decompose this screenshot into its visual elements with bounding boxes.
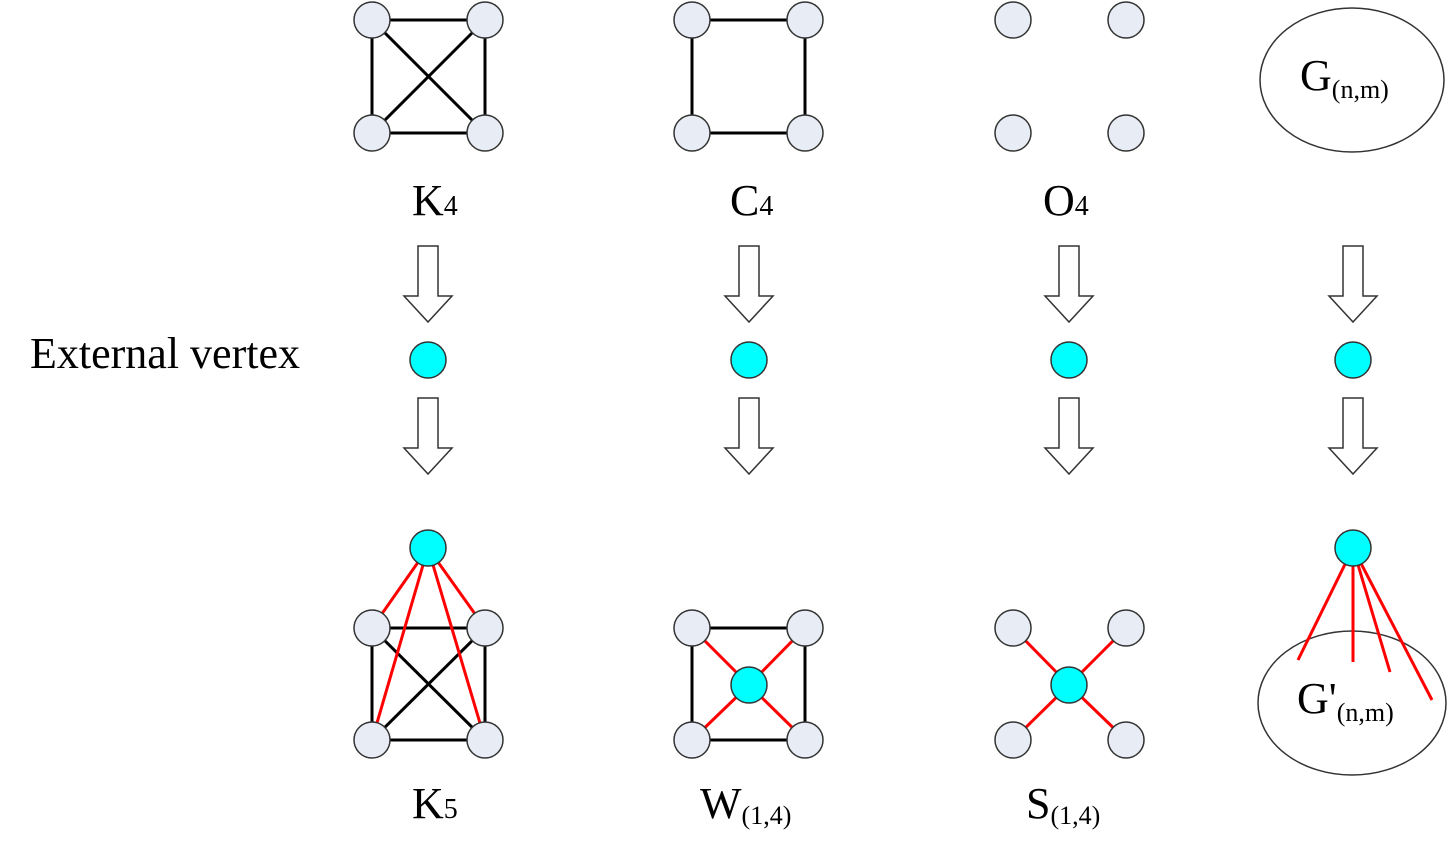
s14-external-vertex [1050, 666, 1088, 704]
c4-vertex [673, 114, 711, 152]
g-prime-graph: G'(n,m) [1257, 529, 1447, 776]
k4-vertex [353, 114, 391, 152]
external-vertex [1334, 341, 1372, 379]
k5-red-edge [426, 547, 487, 741]
external-vertex-label: External vertex [30, 329, 300, 378]
k5-edge [370, 626, 487, 742]
o4-vertex [994, 114, 1032, 152]
c4-vertex [786, 1, 824, 39]
k4-label: K4 [412, 176, 458, 225]
k4-vertex [466, 1, 504, 39]
w14-vertex [786, 609, 824, 647]
external-vertex [1050, 341, 1088, 379]
w14-vertex [673, 609, 711, 647]
k5-label: K5 [412, 779, 458, 828]
o4-label: O4 [1043, 176, 1089, 225]
c4-vertex [673, 1, 711, 39]
s14-graph [994, 609, 1145, 759]
o4-vertex [1107, 114, 1145, 152]
down-arrow [1327, 397, 1379, 476]
w14-label: W(1,4) [700, 779, 791, 830]
g-prime-external-vertex [1334, 529, 1372, 567]
w14-vertex [786, 721, 824, 759]
k5-external-vertex [409, 529, 447, 567]
k5-vertex [353, 721, 391, 759]
o4-vertex [1107, 1, 1145, 39]
o4-vertex [994, 1, 1032, 39]
k5-vertex [466, 721, 504, 759]
s14-vertex [1107, 609, 1145, 647]
c4-label: C4 [730, 176, 773, 225]
s14-label: S(1,4) [1026, 779, 1100, 830]
g-prime-label: G'(n,m) [1297, 674, 1394, 727]
down-arrow [402, 397, 454, 476]
external-vertex [730, 341, 768, 379]
down-arrow [723, 245, 775, 324]
down-arrow [1043, 245, 1095, 324]
w14-vertex [673, 721, 711, 759]
g-nm-label: G(n,m) [1300, 51, 1389, 104]
c4-graph [673, 1, 824, 152]
g-prime-red-edge [1296, 547, 1355, 661]
w14-external-vertex [730, 666, 768, 704]
s14-vertex [1107, 721, 1145, 759]
down-arrow [1043, 397, 1095, 476]
s14-vertex [994, 721, 1032, 759]
s14-vertex [994, 609, 1032, 647]
k4-edge [370, 18, 487, 135]
k5-vertex [466, 609, 504, 647]
g-prime-red-edge [1351, 547, 1392, 673]
external-vertex [409, 341, 447, 379]
down-arrow [1327, 245, 1379, 324]
g-prime-red-edge [1351, 547, 1434, 701]
k5-vertex [353, 609, 391, 647]
c4-vertex [786, 114, 824, 152]
o4-graph [994, 1, 1145, 152]
down-arrow [723, 397, 775, 476]
w14-graph [673, 609, 824, 759]
k4-vertex [466, 114, 504, 152]
down-arrow [402, 245, 454, 324]
g-nm-ellipse [1259, 7, 1445, 153]
k5-graph [353, 529, 504, 759]
k4-vertex [353, 1, 391, 39]
k4-graph [353, 1, 504, 152]
k5-red-edge [370, 547, 430, 741]
